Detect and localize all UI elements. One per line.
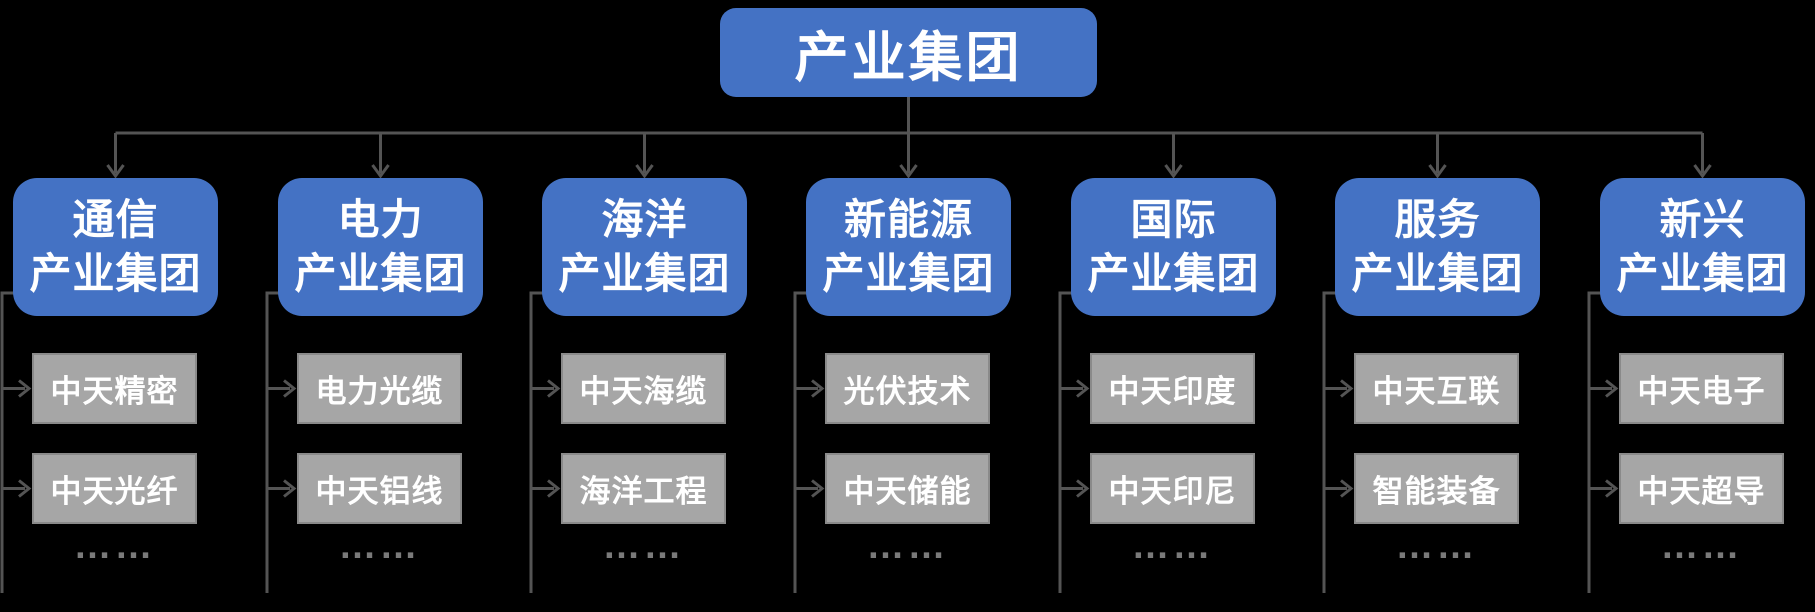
org-column-2: 电力 产业集团 电力光缆 中天铝线 …… [278, 0, 483, 612]
subsidiary-node: 中天超导 [1619, 453, 1784, 524]
more-ellipsis: …… [1395, 525, 1478, 567]
org-column-3: 海洋 产业集团 中天海缆 海洋工程 …… [542, 0, 747, 612]
root-node-label: 产业集团 [794, 28, 1023, 88]
group-node-line2: 产业集团 [1616, 250, 1789, 297]
group-node: 国际 产业集团 [1071, 178, 1276, 316]
more-ellipsis: …… [602, 525, 685, 567]
group-node-line2: 产业集团 [822, 250, 995, 297]
subsidiary-node: 中天光纤 [32, 453, 197, 524]
subsidiary-node: 中天精密 [32, 353, 197, 424]
root-node: 产业集团 [720, 8, 1097, 97]
group-node: 通信 产业集团 [13, 178, 218, 316]
more-ellipsis: …… [1131, 525, 1214, 567]
group-node-line2: 产业集团 [558, 250, 731, 297]
group-node-line2: 产业集团 [29, 250, 202, 297]
org-column-5: 国际 产业集团 中天印度 中天印尼 …… [1071, 0, 1276, 612]
subsidiary-node: 中天印度 [1090, 353, 1255, 424]
group-node-line1: 国际 [1130, 196, 1217, 244]
more-ellipsis: …… [866, 525, 949, 567]
group-node-line2: 产业集团 [1351, 250, 1524, 297]
group-node: 服务 产业集团 [1335, 178, 1540, 316]
subsidiary-node: 电力光缆 [297, 353, 462, 424]
group-node: 新兴 产业集团 [1600, 178, 1805, 316]
group-node-line1: 通信 [72, 196, 159, 244]
group-node-line1: 电力 [337, 196, 424, 244]
group-node: 海洋 产业集团 [542, 178, 747, 316]
subsidiary-node: 中天印尼 [1090, 453, 1255, 524]
org-column-6: 服务 产业集团 中天互联 智能装备 …… [1335, 0, 1540, 612]
group-node-line2: 产业集团 [1087, 250, 1260, 297]
more-ellipsis: …… [1660, 525, 1743, 567]
more-ellipsis: …… [338, 525, 421, 567]
org-column-1: 通信 产业集团 中天精密 中天光纤 …… [13, 0, 218, 612]
subsidiary-node: 中天铝线 [297, 453, 462, 524]
more-ellipsis: …… [73, 525, 156, 567]
group-node-line2: 产业集团 [294, 250, 467, 297]
subsidiary-node: 智能装备 [1354, 453, 1519, 524]
group-node-line1: 海洋 [601, 196, 688, 244]
subsidiary-node: 中天互联 [1354, 353, 1519, 424]
group-node-line1: 新能源 [843, 196, 973, 244]
org-column-7: 新兴 产业集团 中天电子 中天超导 …… [1600, 0, 1805, 612]
subsidiary-node: 中天储能 [825, 453, 990, 524]
group-node: 电力 产业集团 [278, 178, 483, 316]
org-column-4: 新能源 产业集团 光伏技术 中天储能 …… [806, 0, 1011, 612]
subsidiary-node: 海洋工程 [561, 453, 726, 524]
group-node-line1: 新兴 [1659, 196, 1746, 244]
group-node: 新能源 产业集团 [806, 178, 1011, 316]
subsidiary-node: 光伏技术 [825, 353, 990, 424]
subsidiary-node: 中天电子 [1619, 353, 1784, 424]
subsidiary-node: 中天海缆 [561, 353, 726, 424]
group-node-line1: 服务 [1394, 196, 1481, 244]
